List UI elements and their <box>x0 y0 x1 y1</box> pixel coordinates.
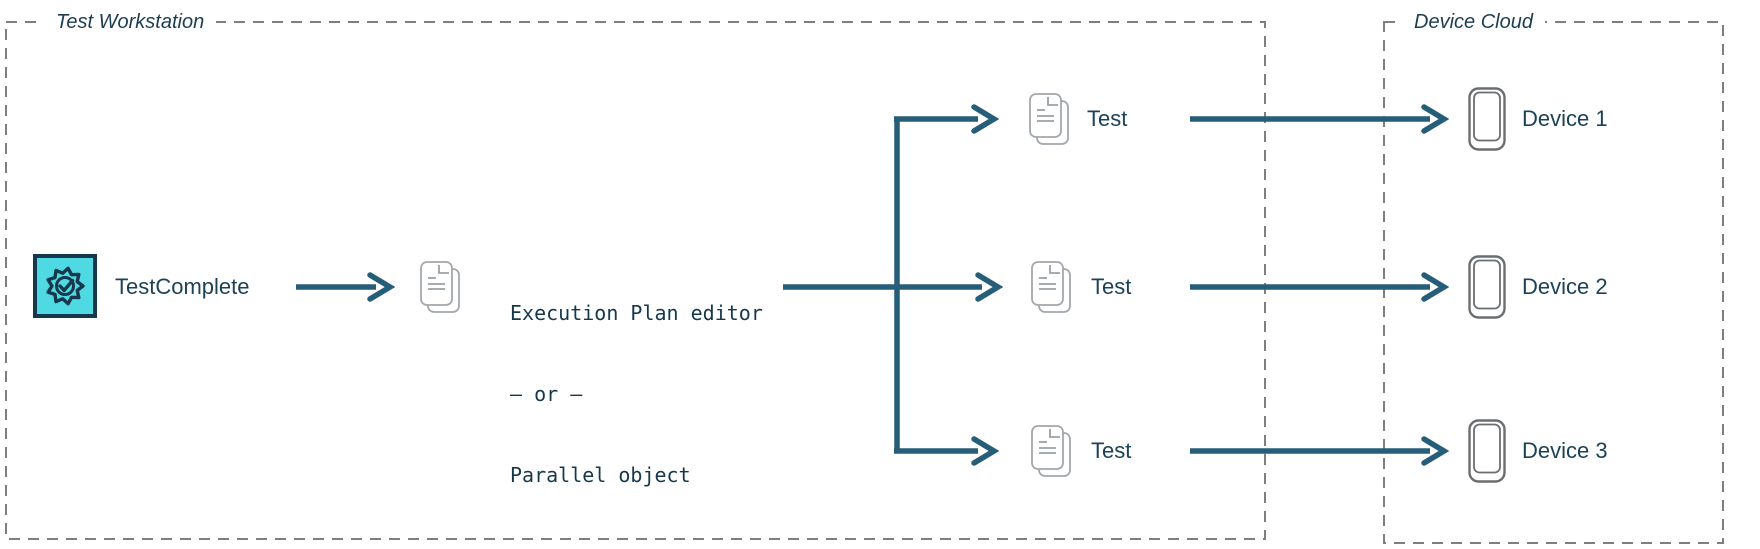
device-cloud-group-title: Device Cloud <box>1402 8 1545 36</box>
device-label-3: Device 3 <box>1522 438 1608 463</box>
test-label-1: Test <box>1087 106 1128 131</box>
test-document-icon-2 <box>1031 261 1071 313</box>
arrow-testcomplete-to-plan <box>296 272 396 302</box>
mobile-device-icon-3 <box>1468 419 1506 483</box>
test-document-icon-3 <box>1031 425 1071 477</box>
device-label-1: Device 1 <box>1522 106 1608 131</box>
test-label-2: Test <box>1091 274 1132 299</box>
testcomplete-badge-icon <box>33 254 97 318</box>
test-workstation-group-border <box>5 21 1266 540</box>
seal-check-icon <box>46 266 85 306</box>
execution-plan-line-1: Execution Plan editor <box>510 301 763 325</box>
test-label-3: Test <box>1091 438 1132 463</box>
arrow-test1-to-device1 <box>1190 104 1450 134</box>
execution-plan-text: Execution Plan editor – or – Parallel ob… <box>510 246 763 543</box>
test-document-icon-1 <box>1029 93 1069 145</box>
execution-plan-line-3: Parallel object <box>510 463 691 487</box>
mobile-device-icon-1 <box>1468 87 1506 151</box>
device-label-2: Device 2 <box>1522 274 1608 299</box>
execution-plan-document-icon <box>420 261 460 313</box>
arrow-test2-to-device2 <box>1190 272 1450 302</box>
fork-arrow-plan-to-tests <box>783 104 1004 466</box>
test-workstation-group-title: Test Workstation <box>44 8 217 36</box>
mobile-device-icon-2 <box>1468 255 1506 319</box>
device-cloud-group-border <box>1383 21 1724 544</box>
testcomplete-label: TestComplete <box>115 274 250 299</box>
execution-plan-line-2: – or – <box>510 382 583 406</box>
arrow-test3-to-device3 <box>1190 436 1450 466</box>
